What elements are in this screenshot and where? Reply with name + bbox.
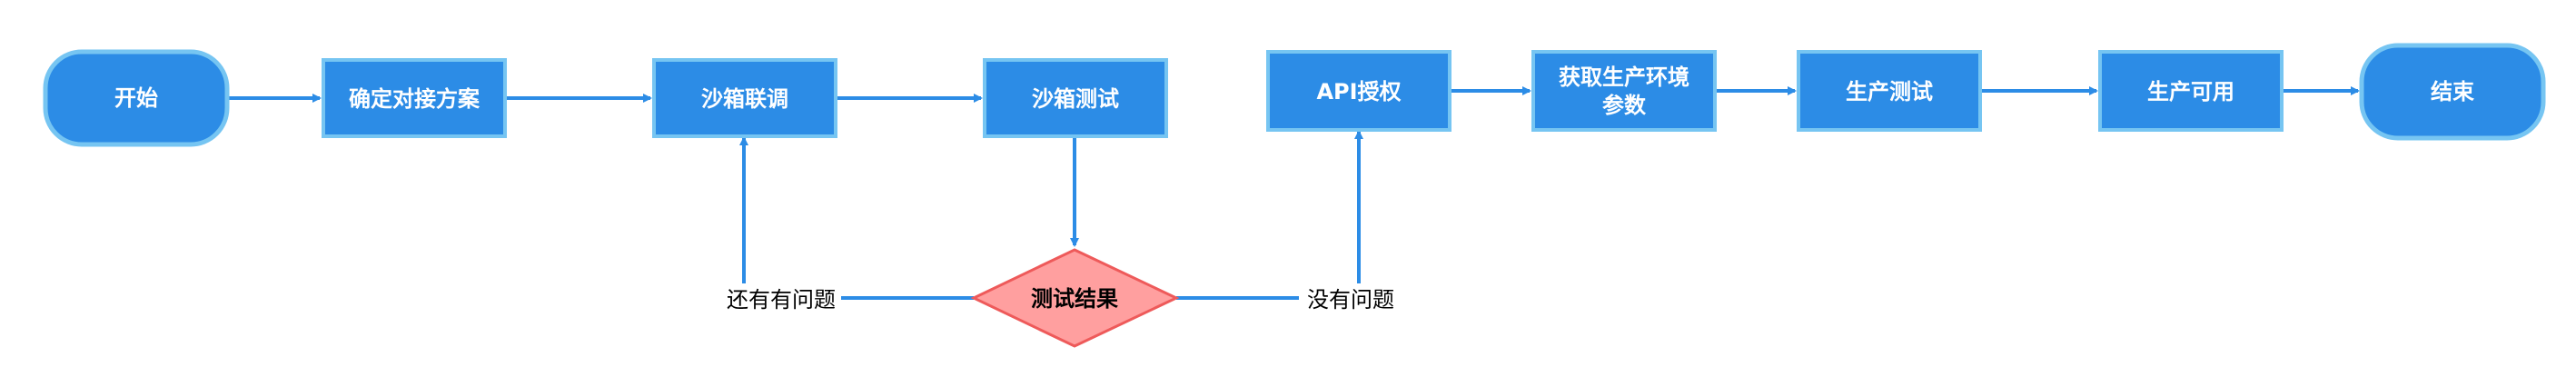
- node-prod-test-label: 生产测试: [1846, 79, 1933, 104]
- edges: [227, 86, 2360, 300]
- node-sandbox-test: 沙箱测试: [983, 58, 1168, 138]
- node-end-label: 结束: [2431, 79, 2475, 104]
- node-test-result-label: 测试结果: [1031, 286, 1118, 312]
- node-api-auth: API授权: [1266, 50, 1451, 132]
- node-end: 结束: [2359, 43, 2546, 141]
- node-prod-params: 获取生产环境 参数: [1531, 50, 1717, 132]
- node-start: 开始: [43, 49, 230, 147]
- node-sandbox-joint: 沙箱联调: [652, 58, 837, 138]
- node-prod-available-label: 生产可用: [2147, 79, 2234, 104]
- node-sandbox-joint-label: 沙箱联调: [701, 86, 788, 112]
- node-prod-params-label-line1: 获取生产环境: [1559, 64, 1689, 90]
- edge-label-no-issue: 没有问题: [1307, 287, 1394, 313]
- node-prod-params-label-line2: 参数: [1602, 93, 1647, 118]
- edge-label-bg-has-issue: [718, 283, 841, 314]
- node-prod-available: 生产可用: [2098, 50, 2284, 132]
- node-test-result-decision: 测试结果: [970, 248, 1180, 348]
- node-prod-test: 生产测试: [1797, 50, 1982, 132]
- node-api-auth-label: API授权: [1316, 79, 1401, 104]
- edge-label-has-issue: 还有有问题: [727, 287, 836, 313]
- node-sandbox-test-label: 沙箱测试: [1032, 86, 1119, 112]
- node-plan: 确定对接方案: [322, 58, 507, 138]
- node-plan-label: 确定对接方案: [349, 86, 481, 112]
- edge-label-bg-no-issue: [1303, 283, 1402, 314]
- node-start-label: 开始: [114, 85, 158, 111]
